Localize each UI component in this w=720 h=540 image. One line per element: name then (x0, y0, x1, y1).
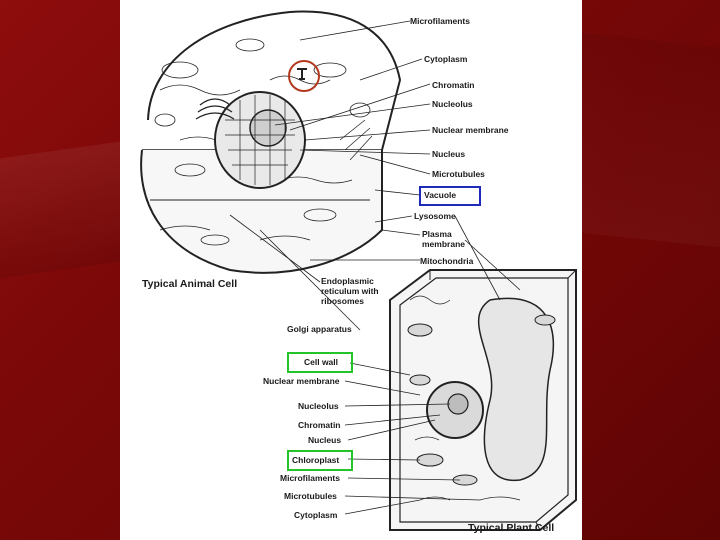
label-plasma-membrane: Plasma membrane (422, 229, 482, 249)
highlight-box-chloroplast (287, 450, 353, 471)
label-nuclear-membrane-animal: Nuclear membrane (432, 125, 509, 135)
diagram-slide: Microfilaments Cytoplasm Chromatin Nucle… (120, 0, 582, 540)
label-cytoplasm-animal: Cytoplasm (424, 54, 467, 64)
caption-plant-cell: Typical Plant Cell (468, 522, 554, 534)
label-nuclear-membrane-plant: Nuclear membrane (263, 376, 340, 386)
cytoplasm-organelle-icon (293, 65, 311, 83)
label-microtubules-animal: Microtubules (432, 169, 485, 179)
label-nucleus-animal: Nucleus (432, 149, 465, 159)
label-microtubules-plant: Microtubules (284, 491, 337, 501)
label-golgi-apparatus: Golgi apparatus (287, 324, 352, 334)
animal-cell-drawing (141, 12, 400, 273)
label-lysosome: Lysosome (414, 211, 456, 221)
label-chromatin-animal: Chromatin (432, 80, 475, 90)
label-nucleus-plant: Nucleus (308, 435, 341, 445)
highlight-box-vacuole (419, 186, 481, 206)
label-cytoplasm-plant: Cytoplasm (294, 510, 337, 520)
label-endoplasmic-reticulum: Endoplasmic reticulum with ribosomes (321, 276, 389, 306)
label-microfilaments-animal: Microfilaments (410, 16, 470, 26)
label-mitochondria: Mitochondria (420, 256, 473, 266)
plant-cell-drawing (390, 270, 576, 530)
label-chromatin-plant: Chromatin (298, 420, 341, 430)
label-nucleolus-plant: Nucleolus (298, 401, 339, 411)
background-band-right (580, 33, 720, 248)
highlight-box-cell-wall (287, 352, 353, 373)
background-band-left (0, 142, 120, 279)
label-microfilaments-plant: Microfilaments (280, 473, 340, 483)
label-nucleolus-animal: Nucleolus (432, 99, 473, 109)
caption-animal-cell: Typical Animal Cell (142, 278, 237, 290)
